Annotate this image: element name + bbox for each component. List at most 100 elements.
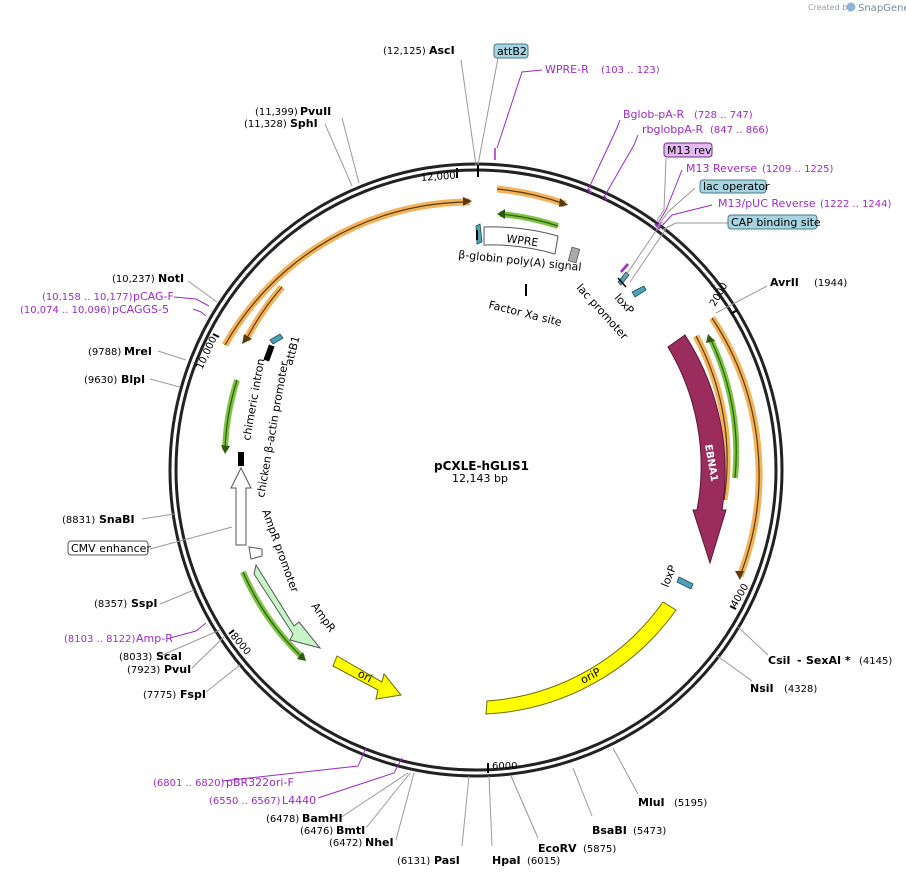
svg-text:BamHI: BamHI [302,812,343,825]
site-snaBI: (8831) SnaBI [62,513,135,526]
svg-text:(4145): (4145) [859,656,892,667]
tick-6000: 6000 [492,761,517,772]
attb1-marker [263,344,275,362]
site-mluI: MluI (5195) [638,796,707,809]
bglobin-label: β-globin poly(A) signal [458,248,582,274]
ebna1-feature [667,334,727,565]
svg-text:L4440: L4440 [282,794,316,807]
snapgene-logo-icon [846,2,856,12]
svg-text:M13/pUC Reverse: M13/pUC Reverse [718,197,816,210]
svg-text:(8033): (8033) [119,652,152,663]
box-cap-site: CAP binding site [727,214,821,230]
site-pasI: (6131) PasI [397,854,460,867]
primer-l4440: (6550 .. 6567) L4440 [209,794,316,807]
svg-text:(103 .. 123): (103 .. 123) [601,65,660,76]
svg-text:NheI: NheI [365,836,394,849]
svg-text:(6131): (6131) [397,856,430,867]
svg-text:CMV enhancer: CMV enhancer [71,542,151,555]
svg-text:M13 rev: M13 rev [667,144,712,157]
svg-text:WPRE-R: WPRE-R [545,63,589,76]
gray-feature [567,246,581,264]
primer-amp-r: (8103 .. 8122) Amp-R [64,632,173,645]
svg-text:(6015): (6015) [527,856,560,867]
primer-wpre-r: WPRE-R (103 .. 123) [545,63,660,76]
site-ecoRV: EcoRV (5875) [538,842,616,855]
ori-label: ori [356,667,375,685]
svg-text:SexAI *: SexAI * [806,654,851,667]
svg-text:BsaBI: BsaBI [592,824,627,837]
credit-brand: SnapGene [858,3,906,14]
svg-text:(11,328): (11,328) [244,119,287,130]
plasmid-length: 12,143 bp [452,472,508,485]
svg-text:pBR322ori-F: pBR322ori-F [226,776,294,789]
svg-text:(8831): (8831) [62,515,95,526]
svg-text:(8357): (8357) [94,599,127,610]
lac-promoter-label: lac promoter [574,281,631,342]
site-nheI: (6472) NheI [329,836,394,849]
site-scaI: (8033) ScaI [119,650,182,663]
site-ascI: (12,125) AscI [383,44,455,57]
site-sphI: (11,328) SphI [244,117,318,130]
primer-pbr322: (6801 .. 6820) pBR322ori-F [153,776,294,789]
loxp-top-label: loxP [612,291,637,317]
svg-text:(9788): (9788) [88,347,121,358]
promoter-marker [238,452,244,466]
credit-prefix: Created by [808,3,852,12]
green-features [222,211,740,661]
orange-arrowheads [242,197,744,580]
ampr-promoter-feature [248,546,263,560]
svg-text:NotI: NotI [158,272,184,285]
svg-text:AscI: AscI [429,44,455,57]
loxp-lower-label: loxP [659,563,680,589]
wpre-feature [483,226,559,255]
site-mreI: (9788) MreI [88,345,152,358]
svg-text:(5875): (5875) [583,844,616,855]
svg-text:SnaBI: SnaBI [99,513,135,526]
primer-m13reverse: M13 Reverse (1209 .. 1225) [686,162,834,175]
box-attb2: attB2 [493,43,529,59]
svg-text:(7775): (7775) [143,690,176,701]
loxp-lower-icon [676,576,694,590]
site-sspI: (8357) SspI [94,597,157,610]
site-csiI-sexAI: CsiI - SexAI * (4145) [768,654,892,667]
site-bsaBI: BsaBI (5473) [592,824,666,837]
loxp-site-icon [631,285,647,298]
svg-text:(10,074 .. 10,096): (10,074 .. 10,096) [20,305,111,316]
svg-text:MreI: MreI [124,345,152,358]
svg-text:(6801 .. 6820): (6801 .. 6820) [153,778,225,789]
svg-text:(10,158 .. 10,177): (10,158 .. 10,177) [42,292,133,303]
ori-feature [332,655,402,700]
svg-text:-: - [797,654,802,667]
green-arrowheads [221,209,715,661]
svg-text:(1944): (1944) [814,278,847,289]
svg-text:(5195): (5195) [674,798,707,809]
ampr-label: AmpR [309,600,339,635]
svg-text:SphI: SphI [290,117,318,130]
site-fspI: (7775) FspI [143,688,206,701]
chimeric-intron-label: chimeric intron [240,357,267,441]
primer-pcagf: (10,158 .. 10,177) pCAG-F [42,290,174,303]
primer-pcaggs5: (10,074 .. 10,096) pCAGGS-5 [20,303,169,316]
wpre-label: WPRE [506,232,540,249]
site-pvuII: (11,399) PvuII [255,105,331,118]
svg-text:BlpI: BlpI [121,373,145,386]
svg-text:rbglobpA-R: rbglobpA-R [642,123,703,136]
attb1-label: attB1 [282,335,302,367]
svg-text:PvuII: PvuII [300,105,331,118]
svg-text:(8103 .. 8122): (8103 .. 8122) [64,634,136,645]
svg-text:attB2: attB2 [497,45,527,58]
svg-text:lac operator: lac operator [703,180,770,193]
svg-text:(6550 .. 6567): (6550 .. 6567) [209,796,281,807]
svg-text:(847 .. 866): (847 .. 866) [710,125,769,136]
site-bamHI: (6478) BamHI [266,812,343,825]
svg-text:pCAGGS-5: pCAGGS-5 [112,303,169,316]
svg-text:PasI: PasI [434,854,460,867]
site-hpaI: HpaI (6015) [492,854,560,867]
plasmid-name: pCXLE-hGLIS1 [434,459,529,473]
svg-text:(6472): (6472) [329,838,362,849]
svg-text:(1209 .. 1225): (1209 .. 1225) [762,164,834,175]
svg-text:M13 Reverse: M13 Reverse [686,162,757,175]
cmv-promoter-feature [230,466,252,546]
site-nsiI: NsiI (4328) [750,682,817,695]
svg-text:SspI: SspI [131,597,157,610]
